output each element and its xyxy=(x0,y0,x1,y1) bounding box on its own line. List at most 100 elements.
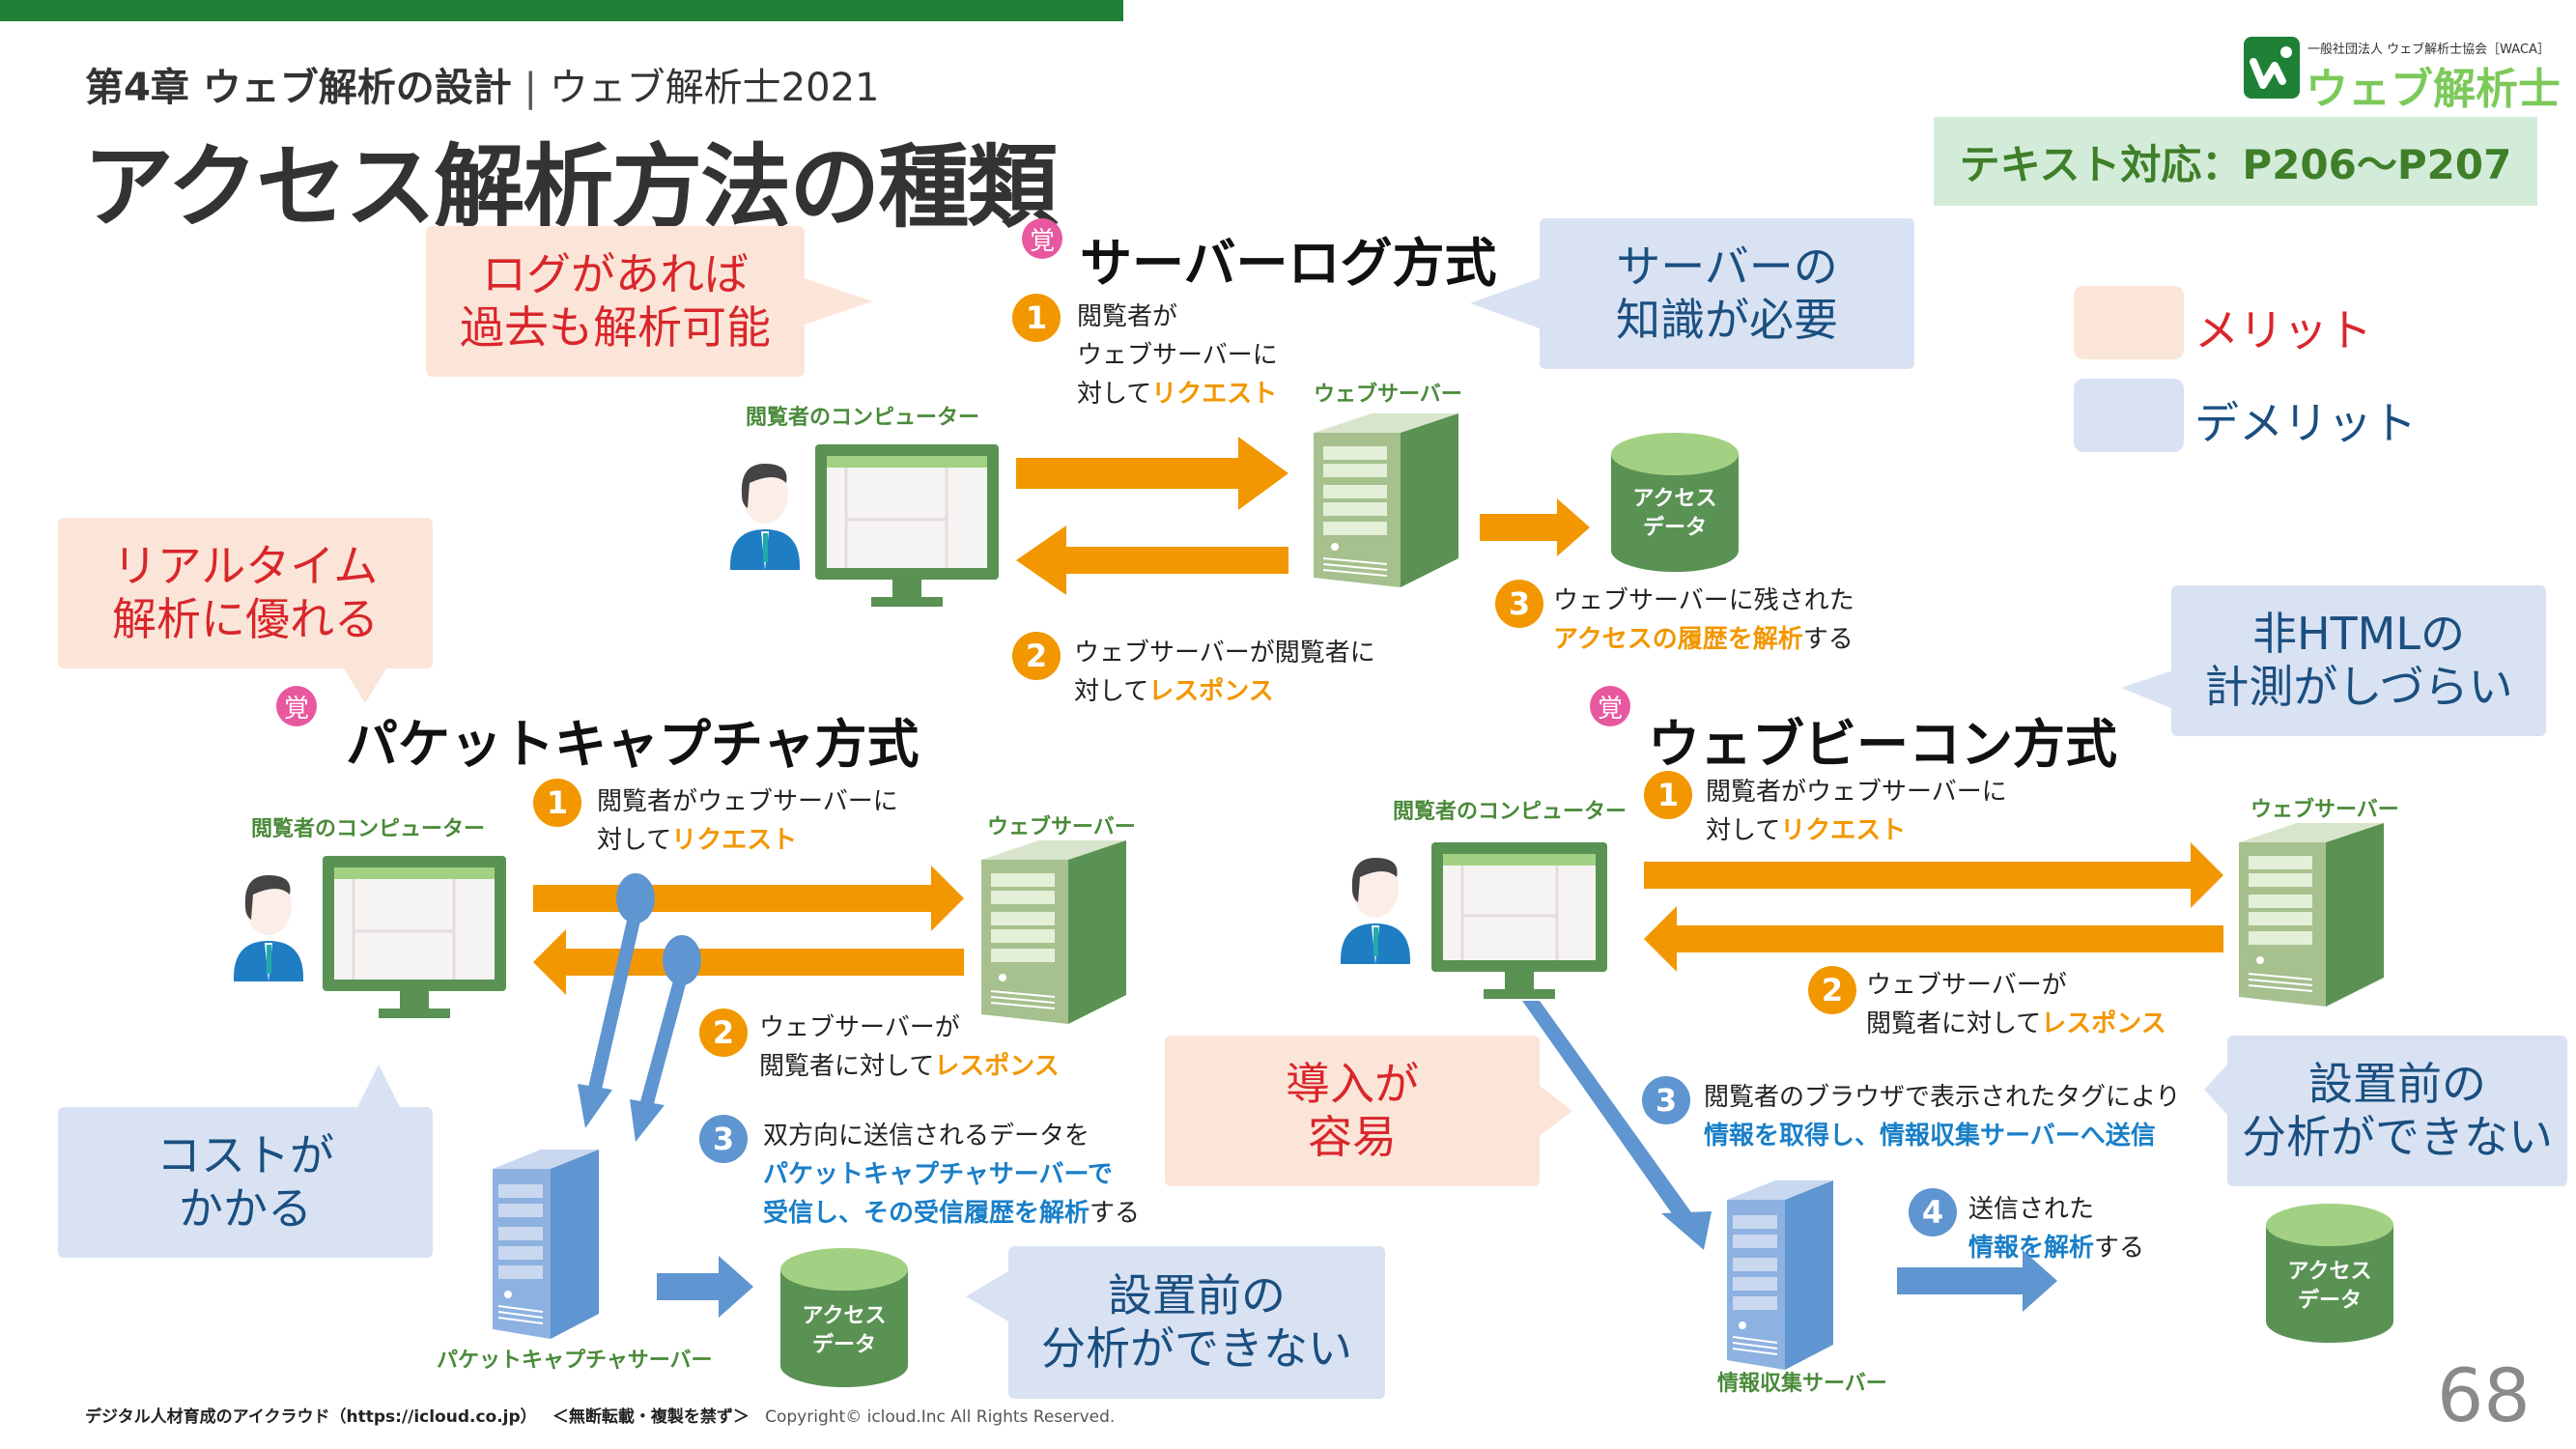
callout-line: 分析ができない xyxy=(2242,1111,2553,1163)
server-label: ウェブサーバー xyxy=(1314,383,1462,407)
packet-capture-title: パケットキャプチャ方式 xyxy=(346,714,920,775)
callout-line: リアルタイム xyxy=(112,539,379,592)
step-line: ウェブサーバーが xyxy=(759,1013,960,1042)
step-line: ウェブサーバーに残された xyxy=(1553,586,1854,615)
footer-company: デジタル人材育成のアイクラウド（https://icloud.co.jp） xyxy=(85,1407,537,1427)
tap-point xyxy=(663,935,701,985)
step-highlight: レスポンス xyxy=(934,1052,1060,1081)
footer-copyright: Copyright© icloud.Inc All Rights Reserve… xyxy=(765,1407,1116,1427)
viewer-computer-icon xyxy=(1341,842,1607,999)
chapter-label: 第4章 ウェブ解析の設計 xyxy=(85,66,512,110)
web-beacon-title: ウェブビーコン方式 xyxy=(1648,714,2117,775)
arrow-right-icon xyxy=(1480,498,1590,556)
step-highlight: リクエスト xyxy=(1780,816,1907,845)
server-log-merit-callout: ログがあれば過去も解析可能 xyxy=(426,226,805,377)
access-data-label: アクセスデータ xyxy=(780,1302,908,1360)
step-highlight: パケットキャプチャサーバーで xyxy=(763,1160,1113,1189)
web-beacon-nonhtml-callout: 非HTMLの計測がしづらい xyxy=(2171,585,2546,736)
page-number: 68 xyxy=(2437,1352,2531,1438)
callout-tail xyxy=(966,1271,1008,1321)
step-line: ウェブサーバーが閲覧者に xyxy=(1074,639,1375,668)
step-line: 対してリクエスト xyxy=(1077,375,1278,413)
chapter-heading: 第4章 ウェブ解析の設計 | ウェブ解析士2021 xyxy=(85,56,879,112)
tap-point xyxy=(616,873,655,923)
callout-line: 非HTMLの xyxy=(2251,607,2465,660)
callout-tail xyxy=(357,1065,400,1107)
store-arrow xyxy=(1480,498,1590,556)
request-arrow xyxy=(533,866,964,931)
step-highlight: 受信し、その受信履歴を解析 xyxy=(763,1199,1090,1228)
callout-line: 解析に優れる xyxy=(112,593,379,645)
footer: デジタル人材育成のアイクラウド（https://icloud.co.jp） ＜無… xyxy=(85,1403,1115,1427)
server-log-title: サーバーログ方式 xyxy=(1080,233,1497,294)
person-icon xyxy=(1341,858,1410,964)
top-accent-bar xyxy=(0,0,1123,21)
step-3-badge: 3 xyxy=(1495,580,1543,628)
callout-line: 計測がしづらい xyxy=(2204,661,2513,713)
step-line: ウェブサーバーが xyxy=(1866,971,2067,1000)
packet-capture-cost-callout: コストがかかる xyxy=(58,1107,433,1258)
callout-line: 導入が xyxy=(1286,1057,1419,1110)
step-line: 対してレスポンス xyxy=(1074,672,1375,711)
step-text: 対して xyxy=(1074,677,1149,706)
callout-tail xyxy=(2204,1065,2227,1115)
server-log-step-3-text: ウェブサーバーに残された アクセスの履歴を解析する xyxy=(1553,582,1854,659)
step-text: 対して xyxy=(597,826,672,855)
step-line: 閲覧者が xyxy=(1077,302,1178,331)
step-text: 対して xyxy=(1706,816,1781,845)
logo-name: ウェブ解析士 xyxy=(2306,65,2561,114)
beacon-step-4-text: 送信された 情報を解析する xyxy=(1968,1190,2144,1267)
step-text: する xyxy=(2094,1234,2145,1263)
access-data-label: アクセスデータ xyxy=(1611,485,1739,543)
server-label: ウェブサーバー xyxy=(2250,798,2399,822)
arrow-right-icon xyxy=(1897,1250,2057,1312)
viewer-computer-icon xyxy=(234,856,506,1018)
step-line: 受信し、その受信履歴を解析する xyxy=(763,1194,1140,1233)
packet-capture-merit-callout: リアルタイム解析に優れる xyxy=(58,518,433,668)
callout-line: 容易 xyxy=(1308,1111,1397,1163)
callout-line: 分析ができない xyxy=(1041,1322,1352,1375)
viewer-computer-icon xyxy=(730,444,999,607)
arrow-right-icon xyxy=(1644,842,2223,908)
monitor-icon xyxy=(323,856,506,1018)
course-label: ウェブ解析士2021 xyxy=(549,66,880,110)
legend-merit-swatch xyxy=(2074,286,2184,359)
server-label: ウェブサーバー xyxy=(987,815,1136,839)
step-text: する xyxy=(1802,625,1854,654)
callout-line: 知識が必要 xyxy=(1616,294,1838,346)
packet-capture-prior-callout: 設置前の分析ができない xyxy=(1008,1246,1385,1399)
step-highlight: レスポンス xyxy=(2041,1009,2166,1038)
step-1-badge: 1 xyxy=(1644,771,1692,819)
server-log-step-2-text: ウェブサーバーが閲覧者に 対してレスポンス xyxy=(1074,634,1375,711)
callout-line: サーバーの xyxy=(1616,240,1838,293)
step-line: 対してリクエスト xyxy=(1706,811,2007,850)
callout-line: 過去も解析可能 xyxy=(460,301,771,354)
memorize-badge: 覚 xyxy=(276,686,317,726)
beacon-step-2-text: ウェブサーバーが 閲覧者に対してレスポンス xyxy=(1866,966,2166,1043)
access-data-label: アクセスデータ xyxy=(2266,1258,2393,1316)
web-server-icon xyxy=(1314,413,1458,587)
response-arrow xyxy=(1644,906,2223,972)
legend-demerit-swatch xyxy=(2074,379,2184,452)
request-arrow xyxy=(1644,842,2223,908)
step-text: 閲覧者に対して xyxy=(759,1052,935,1081)
arrow-left-icon xyxy=(1016,526,1288,595)
person-icon xyxy=(234,875,303,981)
step-line: 情報を解析する xyxy=(1968,1229,2144,1267)
callout-line: 設置前の xyxy=(2308,1057,2486,1110)
web-beacon-merit-callout: 導入が容易 xyxy=(1165,1036,1540,1186)
arrow-right-icon xyxy=(1016,437,1288,510)
logo-org: 一般社団法人 ウェブ解析士協会［WACA］ xyxy=(2307,43,2550,57)
step-highlight: アクセスの履歴を解析 xyxy=(1553,625,1803,654)
step-text: 閲覧者に対して xyxy=(1866,1009,2042,1038)
server-log-step-1-text: 閲覧者が ウェブサーバーに 対してリクエスト xyxy=(1077,298,1278,413)
step-1-badge: 1 xyxy=(1012,294,1061,342)
info-collect-server-icon xyxy=(1727,1180,1833,1370)
beacon-send-arrow xyxy=(1522,1001,1712,1250)
web-beacon-prior-callout: 設置前の分析ができない xyxy=(2227,1036,2567,1186)
access-data-cylinder-icon xyxy=(1611,433,1739,572)
step-3-badge: 3 xyxy=(1642,1076,1690,1124)
legend-demerit-label: デメリット xyxy=(2194,397,2417,449)
beacon-step-3-text: 閲覧者のブラウザで表示されたタグにより 情報を取得し、情報収集サーバーへ送信 xyxy=(1704,1078,2180,1155)
callout-tail xyxy=(805,278,872,325)
